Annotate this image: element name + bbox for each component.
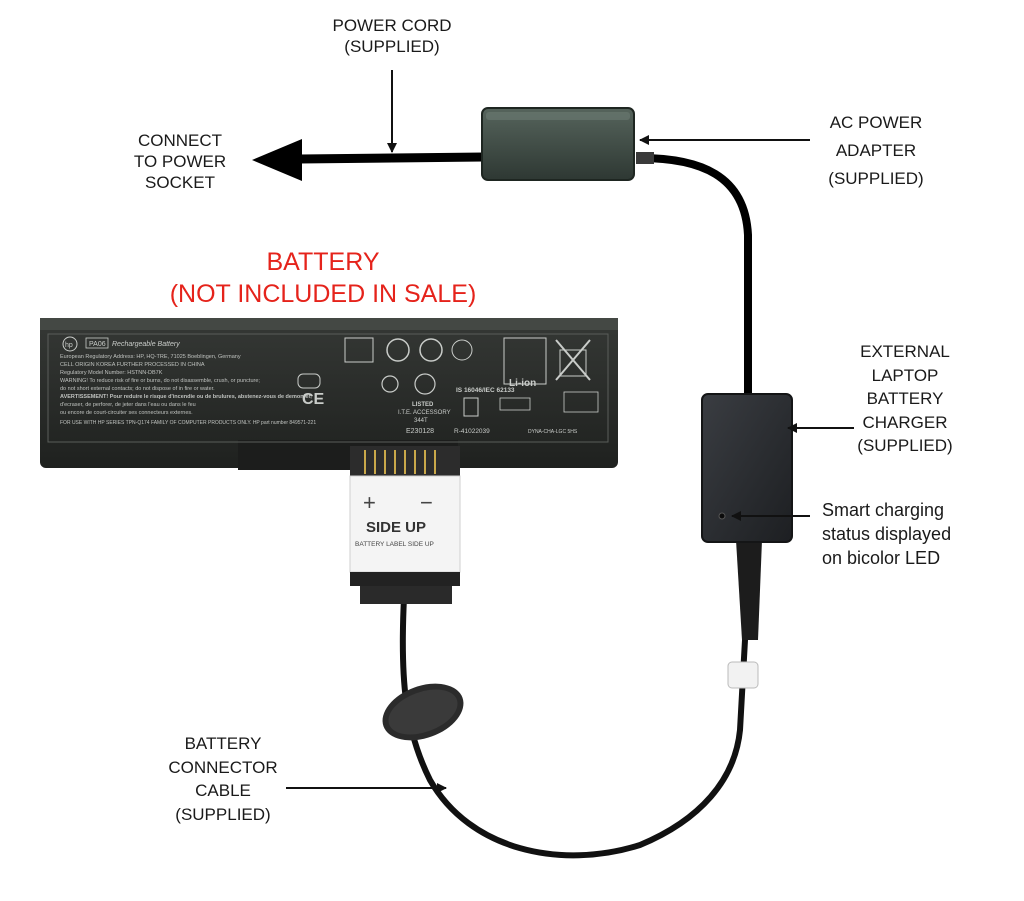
battery-line-6: d'ecraser, de perforer, de jeter dans l'… (60, 402, 196, 408)
label-charger-line5: (SUPPLIED) (857, 436, 953, 455)
label-connect-socket: CONNECT TO POWER SOCKET (120, 130, 240, 193)
label-charger-line3: BATTERY (866, 389, 944, 408)
label-charger-line4: CHARGER (862, 412, 948, 432)
label-connect-line3: SOCKET (145, 173, 215, 192)
label-ac-line1: AC POWER (829, 113, 923, 132)
led-indicator (718, 512, 726, 520)
battery-dyna: DYNA-CHA-LGC 5HS (528, 429, 578, 435)
callout-arrows (286, 70, 854, 793)
svg-text:CE: CE (302, 391, 325, 408)
label-connect-line1: CONNECT (137, 131, 223, 150)
label-ac-adapter: AC POWER ADAPTER (SUPPLIED) (812, 109, 940, 193)
dc-cable (639, 154, 752, 395)
connector-minus: − (420, 490, 433, 515)
external-charger (701, 393, 793, 543)
battery-r-code: R-41022039 (454, 428, 490, 435)
connector-cable (399, 597, 751, 859)
label-ac-line3: (SUPPLIED) (828, 169, 924, 188)
connector-side-up: SIDE UP (366, 519, 426, 536)
label-battery-line1: BATTERY (266, 248, 380, 276)
label-led-line2: status displayed (822, 524, 952, 544)
label-power-cord-line2: (SUPPLIED) (344, 37, 440, 56)
label-led-line3: on bicolor LED (822, 548, 941, 568)
cable-tag (727, 661, 759, 689)
label-battery-line2: (NOT INCLUDED IN SALE) (169, 280, 477, 308)
label-cable-line2: CONNECTOR (168, 757, 278, 777)
strain-relief (736, 540, 762, 640)
dc-plug (636, 152, 654, 164)
battery-listed: LISTED (412, 402, 434, 408)
battery-model: PA06 (89, 341, 106, 348)
battery-344t: 344T (414, 418, 428, 424)
label-led: Smart charging status displayed on bicol… (822, 498, 1002, 570)
label-cable-line4: (SUPPLIED) (175, 804, 271, 824)
battery-ite: I.T.E. ACCESSORY (398, 410, 451, 416)
battery-li-ion: Li-ion (509, 378, 536, 389)
label-led-line1: Smart charging (822, 500, 945, 520)
label-connect-line2: TO POWER (133, 152, 227, 171)
connector-side-up-sub: BATTERY LABEL SIDE UP (355, 541, 434, 548)
velcro-tie (382, 683, 464, 741)
label-charger-line2: LAPTOP (871, 365, 939, 385)
ac-power-adapter (481, 107, 635, 181)
battery-brand: hp (65, 342, 73, 349)
label-connector-cable: BATTERY CONNECTOR CABLE (SUPPLIED) (160, 732, 286, 826)
power-cord (252, 139, 485, 181)
battery-line-4: do not short external contacts; do not d… (60, 386, 215, 392)
battery-line-1: CELL ORIGIN KOREA FURTHER PROCESSED IN C… (60, 362, 205, 368)
battery-e230128: E230128 (406, 428, 434, 435)
battery-line-3: WARNING! To reduce risk of fire or burns… (60, 378, 260, 384)
battery-connector (349, 446, 461, 604)
label-cable-line3: CABLE (195, 781, 251, 800)
label-power-cord-line1: POWER CORD (332, 16, 452, 35)
battery-line-7: ou encore de court-circuiter ses connect… (60, 410, 193, 416)
label-charger: EXTERNAL LAPTOP BATTERY CHARGER (SUPPLIE… (848, 340, 962, 458)
battery-title: Rechargeable Battery (112, 341, 180, 348)
connector-label: + − SIDE UP BATTERY LABEL SIDE UP (355, 490, 434, 548)
battery-line-2: Regulatory Model Number: HSTNN-DB7K (60, 370, 163, 376)
label-ac-line2: ADAPTER (835, 141, 917, 160)
label-power-cord: POWER CORD (SUPPLIED) (322, 15, 462, 57)
battery-line-0: European Regulatory Address: HP, HQ-TRE,… (60, 354, 241, 360)
battery-line-5: AVERTISSEMENT! Pour reduire le risque d'… (60, 394, 312, 400)
connector-plus: + (363, 490, 376, 515)
battery-line-8: FOR USE WITH HP SERIES TPN-Q174 FAMILY O… (60, 420, 316, 426)
label-battery: BATTERY (NOT INCLUDED IN SALE) (150, 246, 496, 310)
battery-label: hp PA06 Rechargeable Battery European Re… (60, 336, 599, 435)
label-cable-line1: BATTERY (184, 734, 262, 753)
label-charger-line1: EXTERNAL (860, 342, 950, 361)
battery-is-std: IS 16046/IEC 62133 (456, 387, 515, 394)
